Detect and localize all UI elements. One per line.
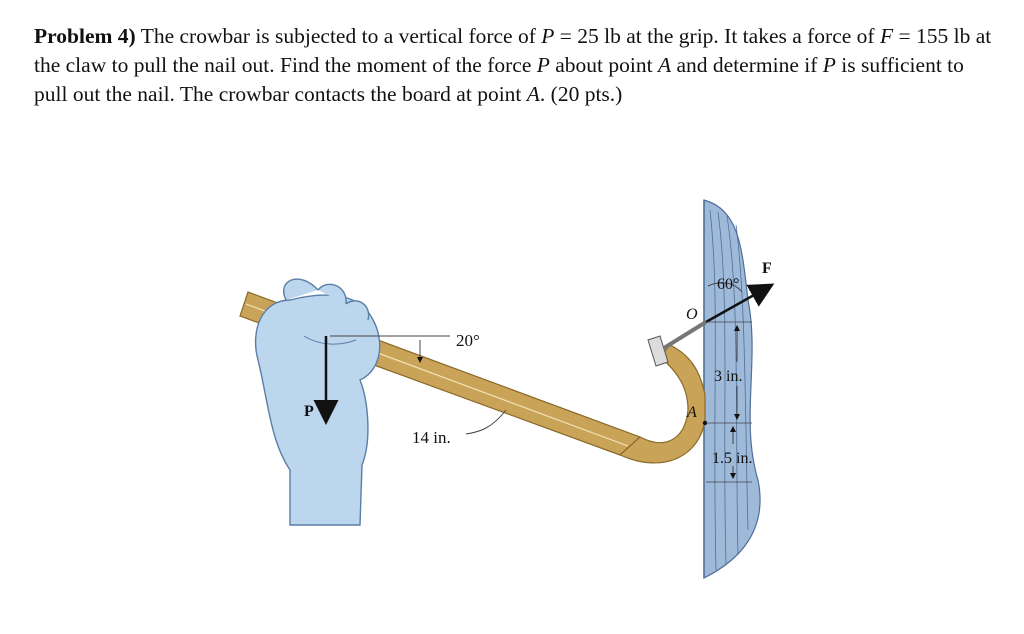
force-f-arrow [705,283,775,324]
point-o-label: O [686,306,698,323]
nail [662,320,708,350]
force-f-label: F [762,260,772,277]
force-p-label: P [304,403,314,420]
glove [254,278,381,526]
problem-text-7: . (20 pts.) [539,82,623,106]
point-a-label: A [686,404,697,421]
point-a-marker [702,420,708,426]
problem-text-3: = 155 lb at the claw to pull the nail ou… [34,24,992,77]
dim-15-label: 1.5 in. [712,450,752,467]
var-p-1: P [541,24,555,48]
problem-text-6: is sufficient to pull out the nail. The … [34,53,964,106]
angle-60-label: 60° [717,276,739,293]
dim-3-label: 3 in. [714,368,742,385]
angle-20-label: 20° [456,331,480,350]
problem-statement: Problem 4) The crowbar is subjected to a… [34,22,994,109]
problem-label: Problem 4) [34,24,136,48]
var-p-3: P [822,53,836,77]
board [703,199,761,579]
var-a-2: A [526,82,540,106]
problem-text-4: about point [549,53,658,77]
var-f: F [879,24,894,48]
var-a-1: A [657,53,672,77]
problem-text-1: The crowbar is subjected to a vertical f… [135,24,542,48]
angle-60-arc [707,282,743,293]
problem-text-2: = 25 lb at the grip. It takes a force of [554,24,880,48]
dim-14-leader [465,409,507,435]
problem-text-5: and determine if [671,53,823,77]
dim-14-label: 14 in. [412,428,451,447]
var-p-2: P [536,53,550,77]
